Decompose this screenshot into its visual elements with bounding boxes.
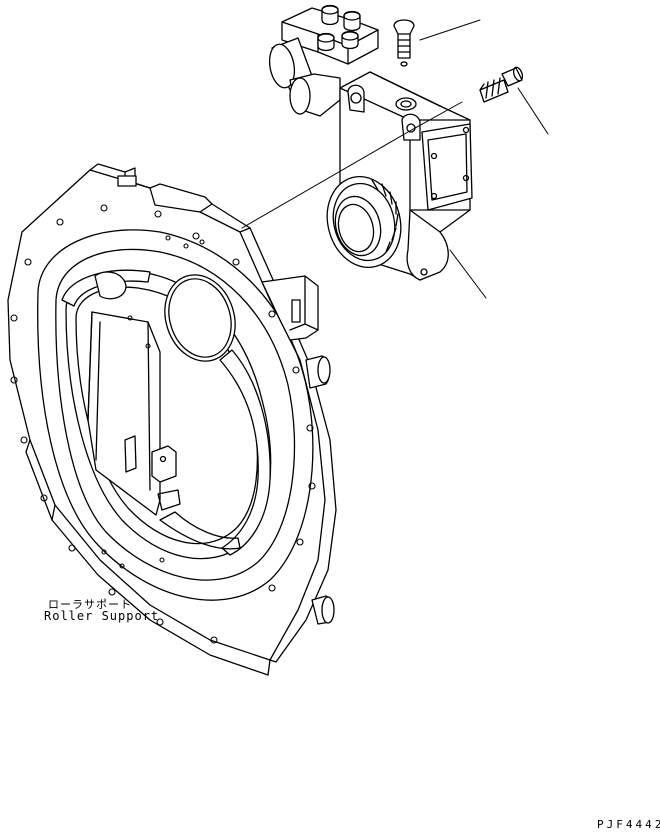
gear-housing-assembly (266, 6, 472, 281)
bearing-ring (317, 168, 410, 276)
leader-lines (242, 20, 548, 298)
part-label-japanese: ローラサポート (48, 598, 132, 611)
drawing-reference-code: PJF4442 (597, 818, 660, 831)
part-label-english: Roller Support (44, 609, 160, 623)
bolt (480, 66, 524, 102)
flange-bolt-holes (11, 205, 315, 643)
roller-support-plate (8, 164, 336, 675)
grease-fitting (394, 20, 414, 66)
